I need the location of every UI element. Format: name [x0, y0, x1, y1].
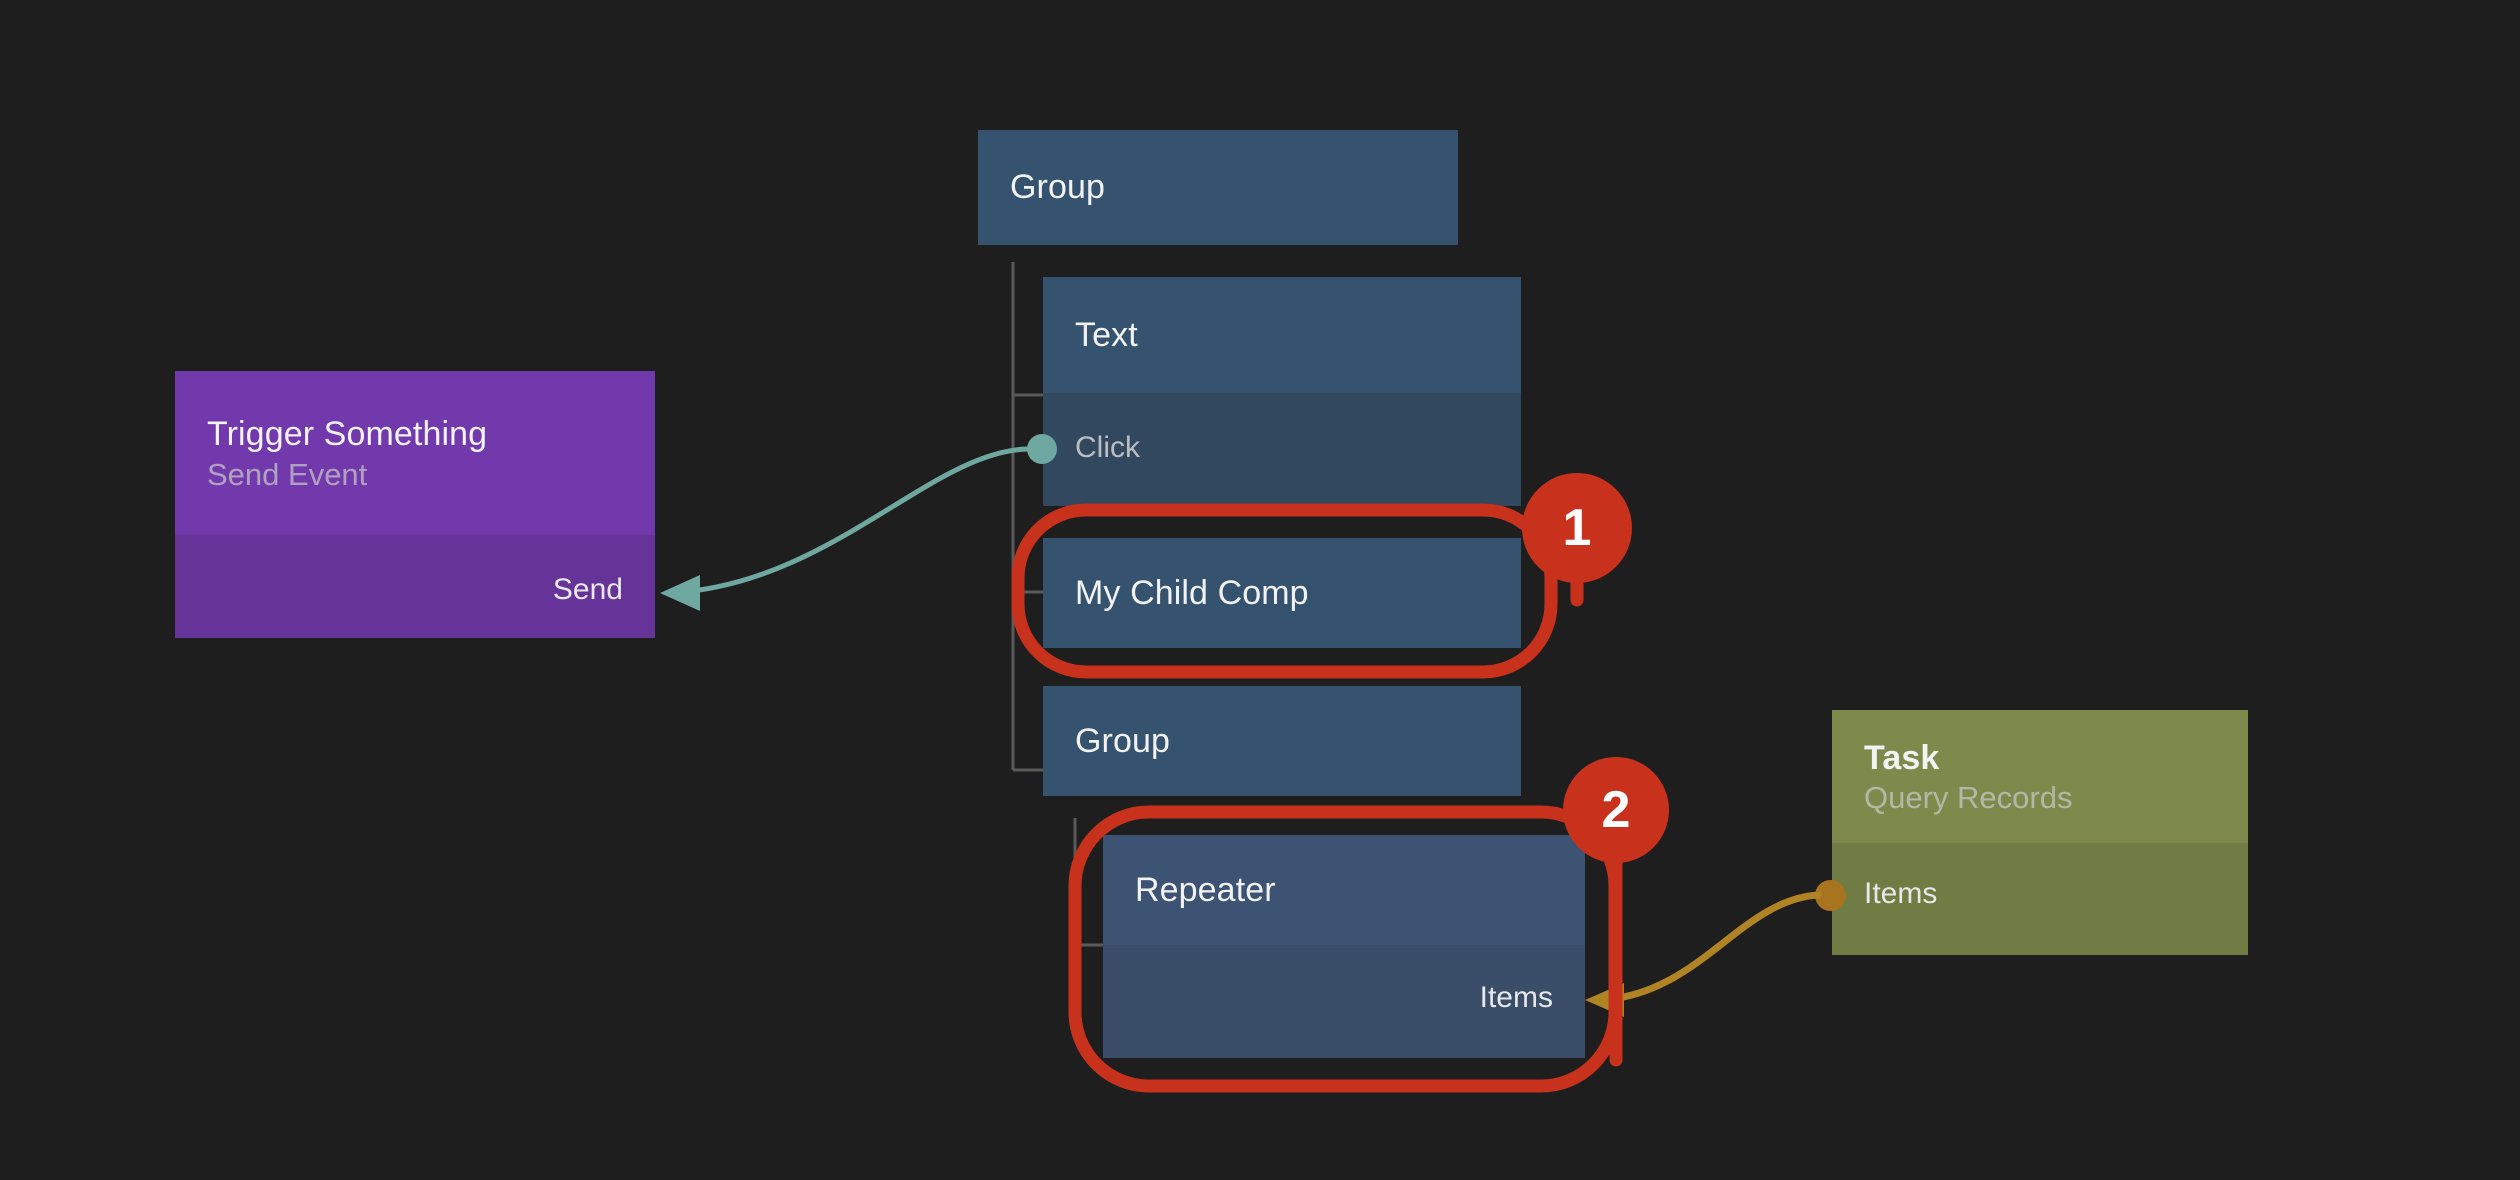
node-header: Group [978, 130, 1458, 245]
port-label: Click [1075, 431, 1140, 464]
node-subtitle: Query Records [1864, 780, 2073, 816]
task-items-port-dot[interactable] [1815, 880, 1846, 911]
node-body: Send [175, 535, 655, 638]
node-title: Repeater [1135, 870, 1276, 909]
port-row-items[interactable]: Items [1480, 983, 1553, 1013]
node-title: My Child Comp [1075, 573, 1309, 612]
node-title: Task [1864, 738, 1940, 777]
port-row-send[interactable]: Send [553, 575, 623, 605]
node-header: Text [1043, 277, 1521, 393]
node-body: Items [1103, 945, 1585, 1058]
port-label: Items [1479, 981, 1553, 1014]
annotation-badge-2: 2 [1563, 757, 1669, 863]
annotation-badge-label: 2 [1601, 781, 1631, 839]
node-header: My Child Comp [1043, 538, 1521, 648]
edge-task-items-to-repeater-items [1585, 891, 1822, 1017]
annotation-badge-label: 1 [1562, 499, 1592, 557]
task-node[interactable]: Task Query Records Items [1832, 710, 2248, 955]
node-header: Repeater [1103, 835, 1585, 945]
node-body: Items [1832, 843, 2248, 955]
group-child-node[interactable]: Group [1043, 686, 1521, 796]
click-port-dot[interactable] [1027, 434, 1057, 464]
port-row-click[interactable]: Click [1075, 433, 1140, 463]
trigger-something-node[interactable]: Trigger Something Send Event Send [175, 371, 655, 638]
annotation-badge-1: 1 [1522, 473, 1632, 583]
node-body: Click [1043, 393, 1521, 506]
port-label: Send [552, 573, 623, 606]
node-title: Group [1075, 721, 1170, 760]
edge-click-to-send [660, 446, 1030, 611]
port-row-items[interactable]: Items [1864, 879, 1937, 909]
node-title: Trigger Something [207, 415, 488, 454]
group-root-node[interactable]: Group [978, 130, 1458, 245]
node-title: Group [1010, 168, 1105, 207]
node-header: Task Query Records [1832, 710, 2248, 843]
node-header: Trigger Something Send Event [175, 371, 655, 535]
text-node[interactable]: Text Click [1043, 277, 1521, 506]
port-label: Items [1864, 877, 1938, 910]
node-header: Group [1043, 686, 1521, 796]
my-child-comp-node[interactable]: My Child Comp [1043, 538, 1521, 648]
node-subtitle: Send Event [207, 456, 368, 492]
node-title: Text [1075, 315, 1138, 354]
repeater-node[interactable]: Repeater Items [1103, 835, 1585, 1058]
